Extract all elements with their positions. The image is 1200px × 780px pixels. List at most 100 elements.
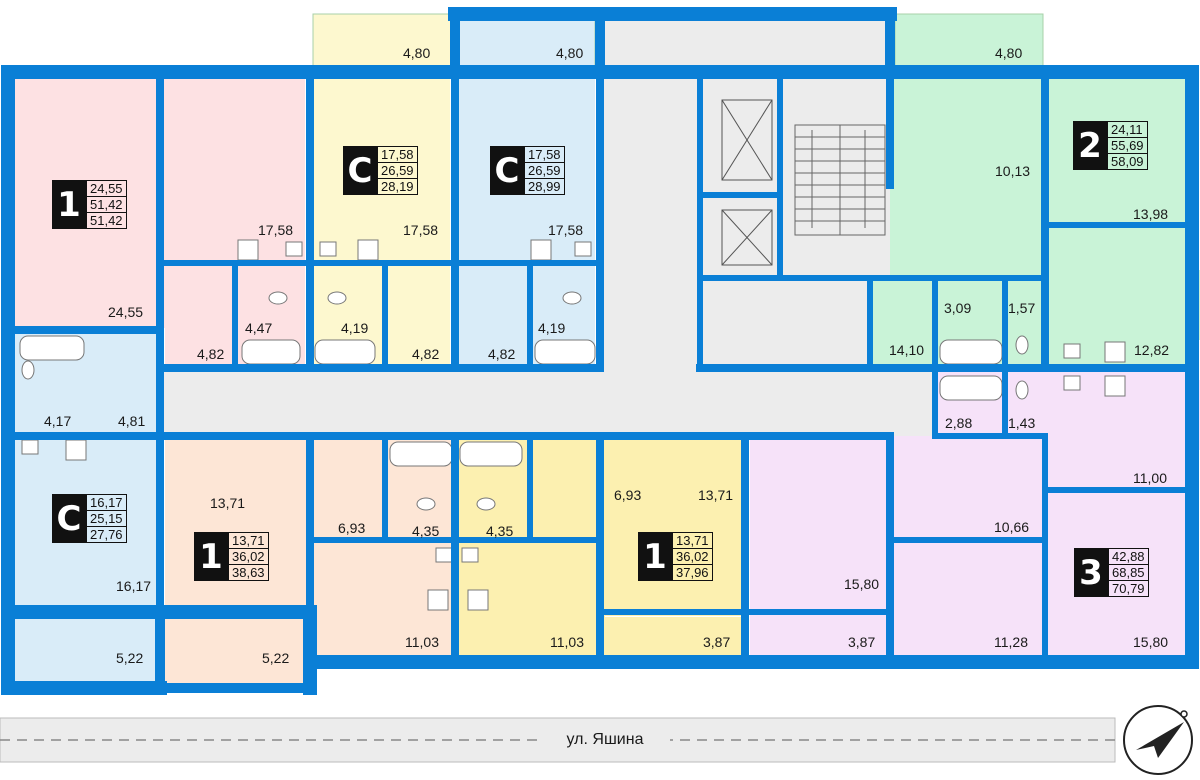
corridor [160, 368, 940, 436]
balcony [454, 13, 596, 67]
room-area: 4,17 [44, 413, 72, 429]
bathtub [534, 339, 596, 365]
room-area: 24,55 [108, 304, 144, 320]
apartment-badge[interactable]: 1 13,71 36,02 38,63 [194, 532, 269, 581]
total-area: 51,42 [86, 197, 127, 213]
toilet [476, 497, 496, 511]
stove [1104, 341, 1126, 363]
fixtures [19, 239, 1126, 611]
sink [21, 439, 39, 455]
street-name: ул. Яшина [540, 731, 670, 749]
staircase [794, 124, 886, 236]
toilet [416, 497, 436, 511]
interior-wall [4, 326, 164, 440]
interior-wall [867, 222, 1195, 371]
total-area: 26,59 [377, 163, 418, 179]
apartment-areas: 17,58 26,59 28,19 [377, 146, 418, 195]
compass-dot [1180, 710, 1188, 718]
total-area: 25,15 [86, 511, 127, 527]
room-area: 13,98 [1133, 206, 1169, 222]
elevator-cross [721, 209, 773, 266]
total-area-with-balcony: 38,63 [228, 565, 269, 581]
apartment-areas: 42,88 68,85 70,79 [1108, 548, 1149, 597]
room-area: 4,82 [197, 346, 225, 362]
stove [65, 439, 87, 461]
room-area: 15,80 [844, 576, 880, 592]
room-area: 4,80 [995, 45, 1023, 61]
room [750, 436, 1185, 656]
living-area: 13,71 [672, 532, 713, 549]
room [530, 436, 745, 616]
room-area: 4,82 [412, 346, 440, 362]
elevator [721, 99, 773, 181]
room-area: 13,71 [698, 487, 734, 503]
room [870, 278, 940, 368]
total-area-with-balcony: 70,79 [1108, 581, 1149, 597]
apartment-areas: 13,71 36,02 37,96 [672, 532, 713, 581]
room-area: 4,81 [118, 413, 146, 429]
total-area-with-balcony: 37,96 [672, 565, 713, 581]
apartment-areas: 24,11 55,69 58,09 [1107, 121, 1148, 170]
apartment-type: С [52, 494, 86, 543]
room-area: 4,19 [341, 320, 369, 336]
apartment-type: С [343, 146, 377, 195]
stove [467, 589, 489, 611]
apartment-badge[interactable]: С 17,58 26,59 28,19 [343, 146, 418, 195]
living-area: 17,58 [524, 146, 565, 163]
living-area: 17,58 [377, 146, 418, 163]
interior-wall [932, 365, 1048, 439]
apartment-badge[interactable]: 1 13,71 36,02 37,96 [638, 532, 713, 581]
sink [461, 547, 479, 563]
room [165, 78, 305, 263]
stove [1104, 375, 1126, 397]
balcony [15, 617, 160, 687]
bathtub [939, 375, 1003, 401]
sink [285, 241, 303, 257]
apartment-areas: 13,71 36,02 38,63 [228, 532, 269, 581]
compass-icon [1123, 705, 1193, 775]
apartment-type: 1 [638, 532, 672, 581]
room-area: 3,09 [944, 300, 972, 316]
total-area: 36,02 [228, 549, 269, 565]
room-area: 2,88 [945, 415, 973, 431]
bathtub [241, 339, 301, 365]
room [15, 330, 160, 615]
interior-wall [307, 433, 603, 543]
apartment-badge[interactable]: 2 24,11 55,69 58,09 [1073, 121, 1148, 170]
living-area: 16,17 [86, 494, 127, 511]
living-area: 42,88 [1108, 548, 1149, 565]
toilet [268, 291, 288, 305]
apartment-type: 1 [52, 180, 86, 229]
room-area: 4,47 [245, 320, 273, 336]
apartment-badge[interactable]: 1 24,55 51,42 51,42 [52, 180, 127, 229]
interior-wall [306, 432, 894, 666]
apartment-badge[interactable]: С 16,17 25,15 27,76 [52, 494, 127, 543]
room-area: 6,93 [614, 487, 642, 503]
room [255, 436, 385, 541]
room-area: 4,80 [403, 45, 431, 61]
interior-wall [156, 364, 1196, 440]
elevator-shafts [721, 99, 773, 266]
stove [237, 239, 259, 261]
toilet [562, 291, 582, 305]
room-area: 13,71 [210, 495, 246, 511]
total-area-with-balcony: 28,19 [377, 179, 418, 195]
apartment-badge[interactable]: С 17,58 26,59 28,99 [490, 146, 565, 195]
room [165, 263, 235, 368]
room-area: 3,87 [703, 634, 731, 650]
balcony [165, 617, 305, 687]
apartment-areas: 17,58 26,59 28,99 [524, 146, 565, 195]
apartment-type: 3 [1074, 548, 1108, 597]
room-area: 5,22 [262, 650, 290, 666]
room [15, 78, 165, 328]
stove [427, 589, 449, 611]
room-area: 1,57 [1008, 300, 1036, 316]
apartment-badge[interactable]: 3 42,88 68,85 70,79 [1074, 548, 1149, 597]
total-area-with-balcony: 28,99 [524, 179, 565, 195]
interior-wall [886, 68, 1049, 372]
total-area: 26,59 [524, 163, 565, 179]
room-area: 11,00 [1133, 470, 1167, 486]
living-area: 13,71 [228, 532, 269, 549]
total-area-with-balcony: 51,42 [86, 213, 127, 229]
